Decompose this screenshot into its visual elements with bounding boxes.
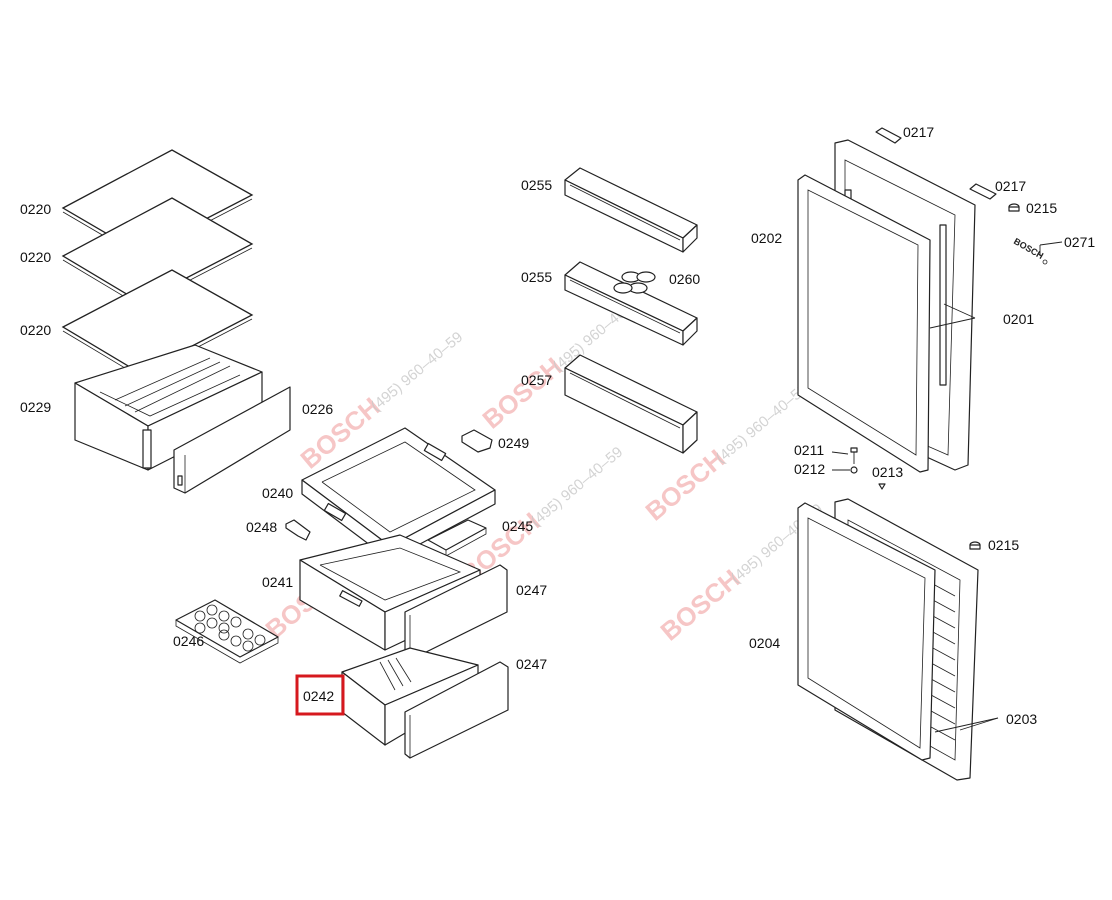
label-0248: 0248 [246, 519, 277, 535]
label-0203: 0203 [1006, 711, 1037, 727]
label-0220-top: 0220 [20, 201, 51, 217]
watermark-phone: (495) 960–40–59 [368, 328, 466, 414]
hinge-cap-upper[interactable] [1008, 203, 1020, 212]
hinge-cover-side[interactable] [969, 183, 997, 200]
label-0260: 0260 [669, 271, 700, 287]
hinge-cover-top[interactable] [875, 127, 902, 144]
drawer-front-lower[interactable] [404, 661, 509, 759]
label-0257: 0257 [521, 372, 552, 388]
label-0215-upper: 0215 [1026, 200, 1057, 216]
washer[interactable] [850, 466, 858, 474]
label-0201: 0201 [1003, 311, 1034, 327]
label-0211: 0211 [794, 442, 824, 458]
label-0247-upper: 0247 [516, 582, 547, 598]
label-0242: 0242 [303, 688, 334, 704]
door-balcony-large[interactable] [564, 354, 698, 454]
door-balcony-top[interactable] [564, 167, 698, 253]
label-0202: 0202 [751, 230, 782, 246]
fridge-door-gasket[interactable] [797, 174, 931, 473]
label-0220-middle: 0220 [20, 249, 51, 265]
label-0249: 0249 [498, 435, 529, 451]
crisper-drawer[interactable] [74, 344, 263, 471]
label-0255-top: 0255 [521, 177, 552, 193]
freezer-door-gasket[interactable] [797, 502, 936, 761]
label-0255-middle: 0255 [521, 269, 552, 285]
egg-tray-small[interactable] [613, 271, 656, 294]
label-0229: 0229 [20, 399, 51, 415]
label-0215-lower: 0215 [988, 537, 1019, 553]
label-0204: 0204 [749, 635, 780, 651]
label-0245: 0245 [502, 518, 533, 534]
drawer-front-panel[interactable] [173, 386, 291, 494]
highlight-box [295, 674, 345, 716]
screw[interactable] [850, 447, 858, 464]
label-0247-lower: 0247 [516, 656, 547, 672]
watermark-phone: (495) 960–40–59 [528, 443, 626, 529]
door-balcony-middle[interactable] [564, 261, 698, 346]
clip-part[interactable] [461, 429, 493, 453]
leader-lines [831, 241, 1063, 733]
label-0246: 0246 [173, 633, 204, 649]
clip-small[interactable] [285, 519, 311, 541]
rail-part[interactable] [427, 519, 487, 557]
pin[interactable] [878, 483, 886, 490]
label-0220-bottom: 0220 [20, 322, 51, 338]
watermark-lower-center: BOSCH (495) 960–40–59 [455, 443, 627, 589]
label-0212: 0212 [794, 461, 825, 477]
egg-tray[interactable] [175, 599, 279, 664]
label-0240: 0240 [262, 485, 293, 501]
bosch-emblem[interactable]: BOSCH [1012, 236, 1048, 265]
part-labels: 0217 0217 0215 0271 0202 0201 0211 0212 … [20, 124, 1095, 727]
label-0217-top: 0217 [903, 124, 934, 140]
label-0213: 0213 [872, 464, 903, 480]
label-0241: 0241 [262, 574, 293, 590]
label-0271: 0271 [1064, 234, 1095, 250]
highlighted-part-label[interactable]: 0242 [295, 674, 345, 716]
label-0217-side: 0217 [995, 178, 1026, 194]
hinge-cap-lower[interactable] [969, 541, 981, 550]
label-0226: 0226 [302, 401, 333, 417]
